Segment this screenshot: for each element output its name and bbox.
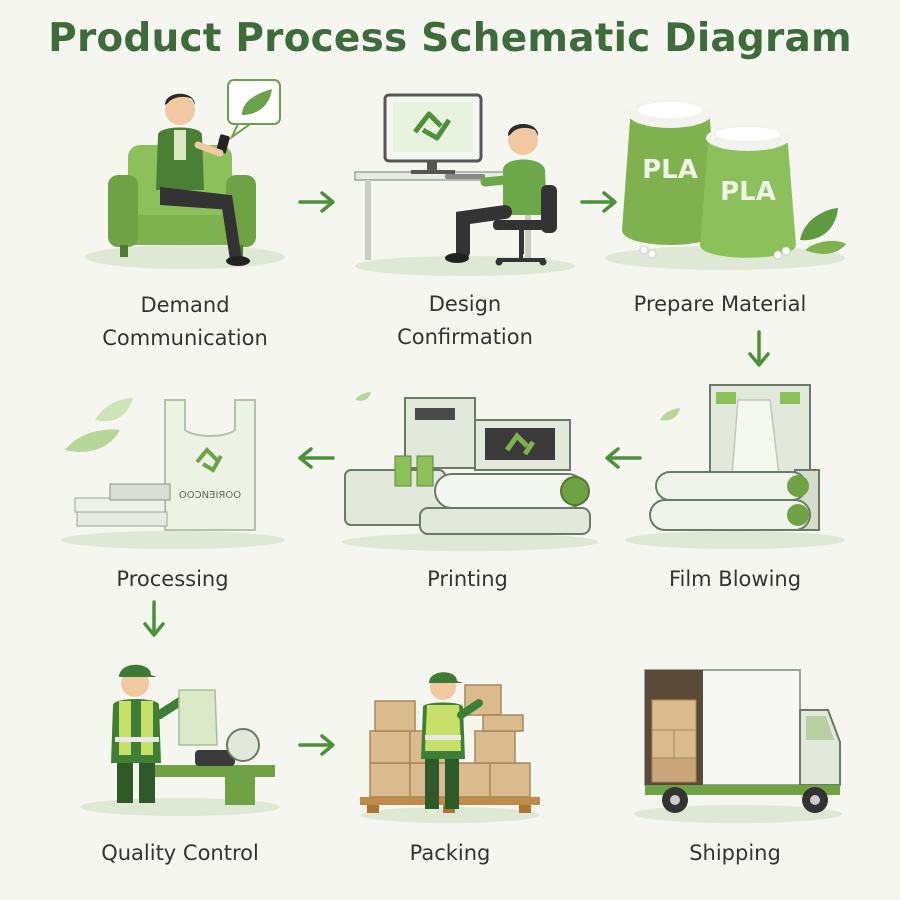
design-confirmation-illustration [354,93,575,276]
arrow-right-icon [580,191,617,213]
step-printing: Printing [335,390,600,595]
step-label: Packing [409,841,491,865]
leaf-icon [65,429,120,452]
arrow-left-icon [605,447,642,469]
demand-communication-illustration [85,79,285,269]
arrow-right-icon [298,734,335,756]
step-label: Shipping [689,841,781,865]
processing-illustration: OOƆNƎIЯOO [61,398,285,549]
recycle-icon [413,111,452,141]
arrow-left-icon [298,447,335,469]
step-processing: OOƆNƎIЯOO Processing [55,390,290,595]
arrow-down-icon [143,600,165,637]
leaf-icon [95,398,133,422]
step-label: Quality Control [101,841,259,865]
film-blowing-illustration [625,384,845,549]
pla-label: PLA [642,155,698,185]
recycle-icon [504,432,536,456]
diagram-title: Product Process Schematic Diagram [48,16,852,61]
step-label: Printing [427,567,508,591]
recycle-icon [195,447,223,473]
quality-control-illustration [80,664,280,816]
leaf-icon [242,89,272,115]
leaf-icon [805,240,846,254]
step-film-blowing: Film Blowing [620,380,850,595]
step-label: Prepare Material [633,292,807,316]
packing-illustration [360,672,540,823]
prepare-material-illustration: PLA PLA [605,100,846,270]
pla-label: PLA [720,177,776,207]
bag-print-text: OOƆNƎIЯOO [179,490,241,501]
arrow-right-icon [298,191,335,213]
step-label: Processing [116,567,229,591]
step-packing: Packing [355,655,545,870]
leaf-icon [800,208,838,241]
arrow-down-icon [748,330,770,367]
leaf-icon [355,392,371,401]
step-prepare-material: PLA PLA Prepare Material [600,90,850,320]
step-label: Film Blowing [668,567,802,591]
step-quality-control: Quality Control [75,645,285,870]
step-shipping: Shipping [630,660,845,870]
leaf-icon [660,408,680,421]
shipping-illustration [634,669,842,823]
printing-illustration [342,392,598,551]
